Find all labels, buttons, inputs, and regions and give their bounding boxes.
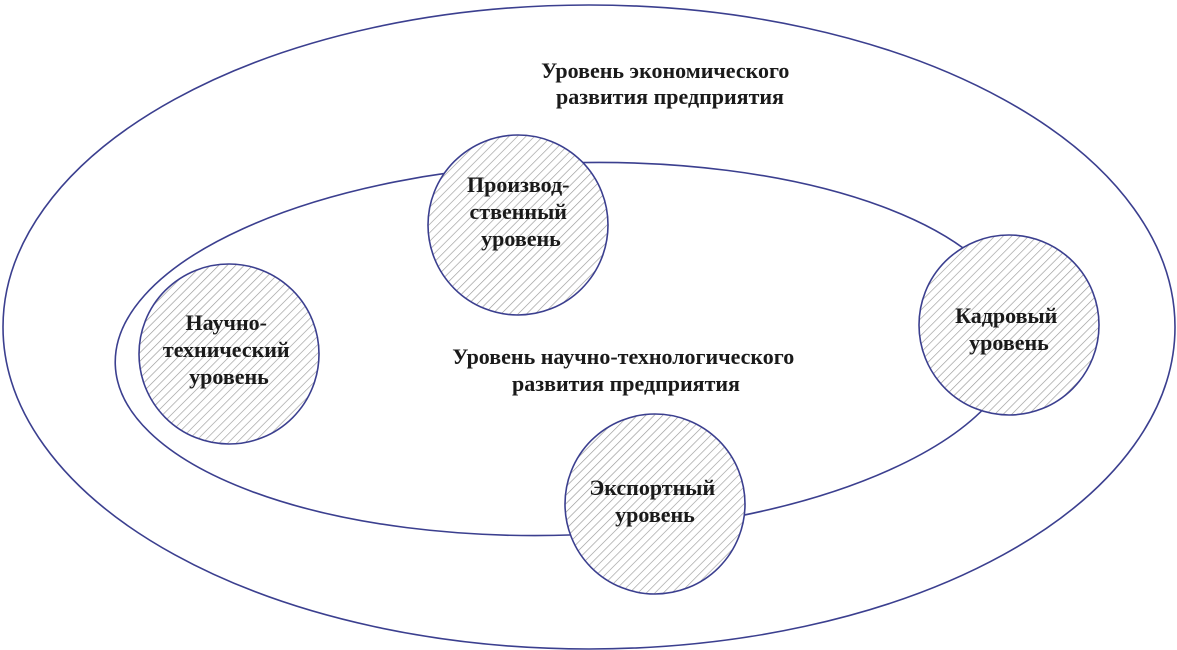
outer-label-line-1: Уровень экономического — [541, 58, 789, 83]
node-science: Научно- технический уровень — [138, 263, 320, 445]
production-line-1: Производ- — [467, 172, 569, 197]
inner-level-label: Уровень научно-технологического развития… — [452, 344, 800, 396]
production-line-3: уровень — [481, 226, 561, 251]
export-circle — [564, 413, 746, 595]
outer-ellipse — [2, 4, 1176, 650]
science-line-3: уровень — [189, 364, 269, 389]
node-export: Экспортный уровень — [564, 413, 746, 595]
production-label: Производ- ственный уровень — [467, 172, 575, 251]
production-circle — [427, 134, 609, 316]
personnel-line-1: Кадровый — [955, 303, 1058, 328]
science-circle — [138, 263, 320, 445]
node-production: Производ- ственный уровень — [427, 134, 609, 316]
science-label: Научно- технический уровень — [163, 310, 295, 389]
node-personnel: Кадровый уровень — [918, 234, 1100, 416]
inner-label-line-2: развития предприятия — [512, 371, 740, 396]
export-line-2: уровень — [615, 502, 695, 527]
outer-label-line-2: развития предприятия — [556, 84, 784, 109]
export-line-1: Экспортный — [589, 475, 715, 500]
science-line-1: Научно- — [186, 310, 267, 335]
inner-label-line-1: Уровень научно-технологического — [452, 344, 794, 369]
export-label: Экспортный уровень — [589, 475, 720, 527]
outer-level-label: Уровень экономического развития предприя… — [541, 58, 795, 109]
personnel-circle — [918, 234, 1100, 416]
production-line-2: ственный — [470, 199, 568, 224]
personnel-label: Кадровый уровень — [955, 303, 1063, 355]
science-line-2: технический — [163, 337, 290, 362]
personnel-line-2: уровень — [969, 330, 1049, 355]
